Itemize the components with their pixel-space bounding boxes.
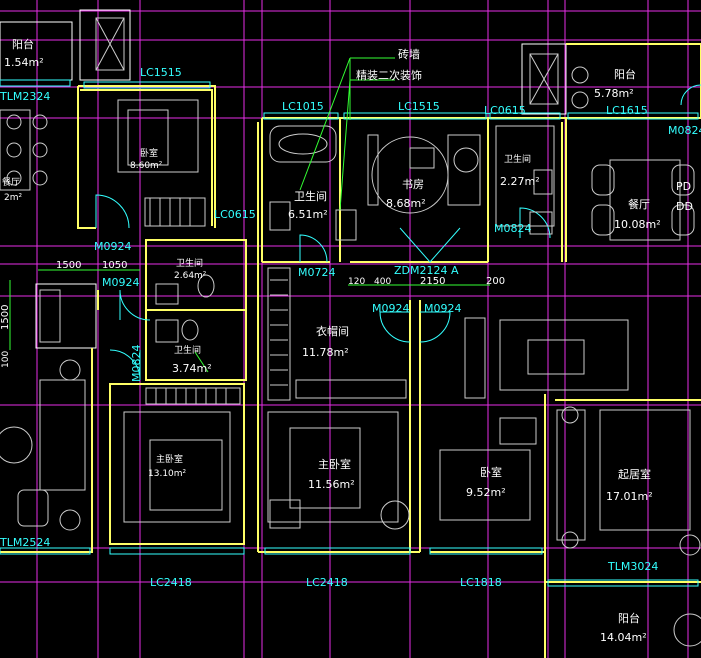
door-code: M0724 <box>298 266 336 279</box>
dimension-label: 1500 <box>0 305 11 330</box>
room-area: 13.10m² <box>148 469 187 479</box>
room-area: 8.68m² <box>386 197 426 210</box>
doors <box>95 84 701 381</box>
furniture <box>0 17 701 647</box>
shaft-code: PD <box>676 180 691 193</box>
dimension-label: 2150 <box>420 276 445 287</box>
room-area: 2m² <box>4 193 22 203</box>
room-area: 8.60m² <box>130 161 163 171</box>
room-name: 卫生间 <box>294 189 327 203</box>
room-area: 6.51m² <box>288 208 328 221</box>
room-name: 阳台 <box>618 611 640 625</box>
window-code: LC0615 <box>484 104 526 117</box>
room-name: 餐厅 <box>2 176 20 188</box>
room-name: 书房 <box>402 178 424 191</box>
windows <box>0 79 699 587</box>
room-area: 10.08m² <box>614 218 661 231</box>
brick-wall-note: 砖墙 <box>398 47 420 61</box>
room-area: 1.54m² <box>4 56 44 69</box>
room-name: 阳台 <box>614 67 636 81</box>
door-code: M0924 <box>102 276 140 289</box>
door-code: M0924 <box>94 240 132 253</box>
door-code: M0824 <box>130 345 143 383</box>
door-code: M0824 <box>668 124 701 137</box>
window-code: LC1615 <box>606 104 648 117</box>
room-area: 2.27m² <box>500 175 540 188</box>
walls <box>0 9 701 658</box>
dimension-label: 1050 <box>102 260 127 271</box>
window-code: LC0615 <box>214 208 256 221</box>
dimension-label: 400 <box>374 277 391 287</box>
dimension-label: 100 <box>1 351 11 368</box>
dimension-lines <box>9 269 490 350</box>
room-area: 14.04m² <box>600 631 647 644</box>
window-code: LC1515 <box>398 100 440 113</box>
room-area: 11.78m² <box>302 346 349 359</box>
room-name: 卫生间 <box>174 344 201 356</box>
door-code: TLM3024 <box>607 560 658 573</box>
room-area: 2.64m² <box>174 271 207 281</box>
room-area: 11.56m² <box>308 478 355 491</box>
door-code: ZDM2124 A <box>394 264 459 277</box>
window-code: LC1515 <box>140 66 182 79</box>
window-code: LC2418 <box>150 576 192 589</box>
room-area: 5.78m² <box>594 87 634 100</box>
door-code: M0924 <box>372 302 410 315</box>
room-name: 餐厅 <box>628 197 650 211</box>
room-name: 主卧室 <box>156 453 183 465</box>
door-code: TLM2524 <box>0 536 50 549</box>
fine-finish-note: 精装二次装饰 <box>356 68 422 82</box>
dimension-label: 1500 <box>56 260 81 271</box>
room-area: 17.01m² <box>606 490 653 503</box>
room-name: 卫生间 <box>176 257 203 269</box>
room-name: 主卧室 <box>318 457 351 471</box>
window-code: LC1818 <box>460 576 502 589</box>
dimension-label: 200 <box>486 276 505 287</box>
door-code: TLM2324 <box>0 90 50 103</box>
room-area: 3.74m² <box>172 362 212 375</box>
room-area: 9.52m² <box>466 486 506 499</box>
room-name: 衣帽间 <box>316 324 349 338</box>
room-name: 卫生间 <box>504 153 531 165</box>
window-code: LC1015 <box>282 100 324 113</box>
shaft-code: DD <box>676 200 693 213</box>
door-code: M0924 <box>424 302 462 315</box>
annotation-leaders <box>194 57 395 373</box>
window-code: LC2418 <box>306 576 348 589</box>
room-name: 起居室 <box>618 467 651 481</box>
dimension-label: 120 <box>348 277 365 287</box>
room-name: 卧室 <box>140 147 158 159</box>
room-name: 阳台 <box>12 37 34 51</box>
room-name: 卧室 <box>480 465 502 479</box>
door-code: M0824 <box>494 222 532 235</box>
